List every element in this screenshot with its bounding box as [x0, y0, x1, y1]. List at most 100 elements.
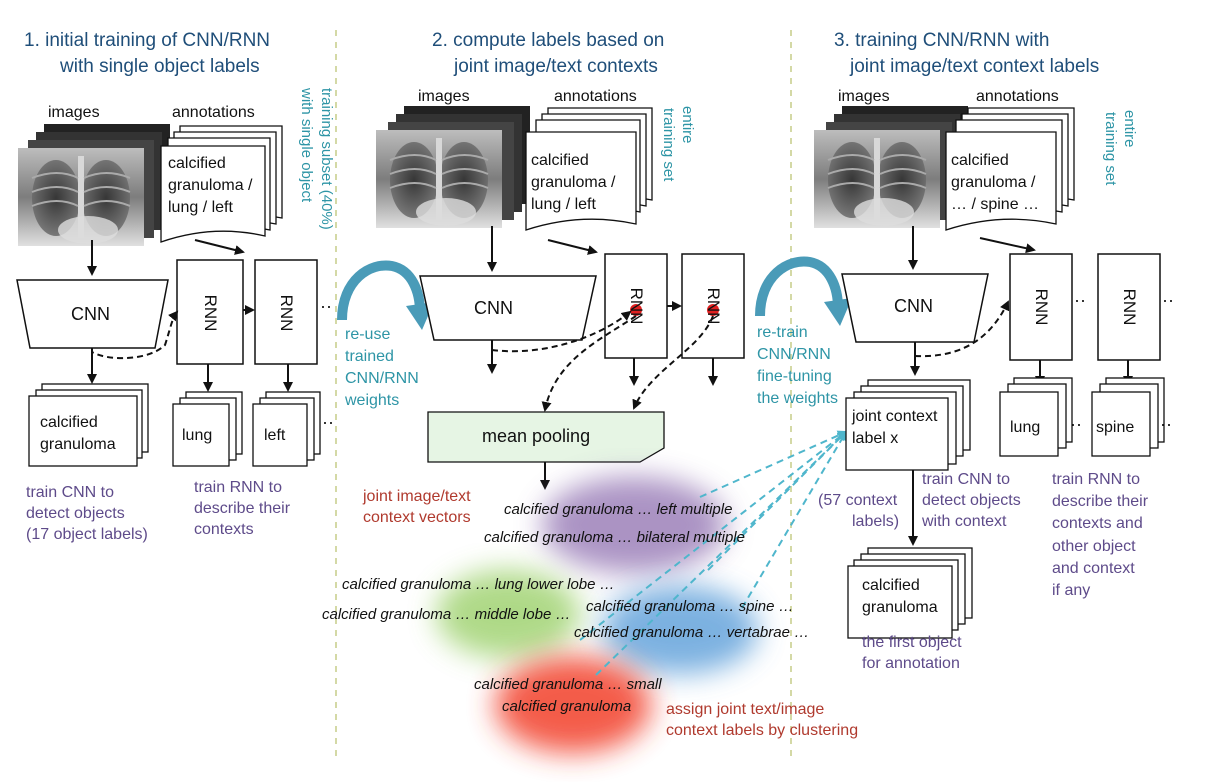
- col3-train-rnn-line3: contexts and: [1052, 515, 1143, 532]
- col1-annotation-line3: lung / left: [168, 199, 233, 216]
- step1-title-line2: with single object labels: [60, 56, 260, 77]
- col3-out-rnn2: spine: [1096, 419, 1135, 436]
- col3-train-cnn-line2: detect objects: [922, 492, 1021, 509]
- col3-cnn-label: CNN: [894, 296, 933, 316]
- col3-train-cnn-line3: with context: [922, 513, 1007, 530]
- col1-out-cnn-line2: granuloma: [40, 436, 116, 453]
- col1-out-ellipsis: ··: [322, 412, 334, 432]
- col1-train-cnn-line2: detect objects: [26, 505, 125, 522]
- col2-reuse-line3: CNN/RNN: [345, 370, 419, 387]
- col1-train-rnn-line2: describe their: [194, 500, 291, 517]
- cluster-text-1: calcified granuloma … left multiple: [504, 501, 733, 518]
- mean-pooling-label: mean pooling: [482, 426, 591, 446]
- col1-train-rnn-line3: contexts: [194, 521, 254, 538]
- cluster-text-6: calcified granuloma … vertabrae …: [574, 624, 810, 641]
- col3-output-rnn1: [999, 377, 1073, 457]
- col1-output-cnn: [28, 383, 149, 467]
- col3-out-rnn1: lung: [1010, 419, 1041, 436]
- col2-images-stack: [375, 106, 530, 229]
- col1-rnn2-label: RNN: [277, 294, 296, 332]
- first-caption-line1: the first object: [862, 634, 962, 651]
- cluster-text-7: calcified granuloma … small: [474, 676, 662, 693]
- col3-rnn-ellipsis2: ··: [1162, 290, 1174, 310]
- col3-train-rnn-line6: if any: [1052, 582, 1091, 599]
- col1-cnn-label: CNN: [71, 304, 110, 324]
- col3-entire-line2: training set: [1102, 112, 1119, 186]
- col2-entire-line2: training set: [660, 108, 677, 182]
- first-object-line1: calcified: [862, 577, 920, 594]
- assign-line1: assign joint text/image: [666, 701, 825, 718]
- col2-annotation-stack: [525, 107, 653, 231]
- col1-images-label: images: [48, 104, 100, 121]
- step1-title-line1: 1. initial training of CNN/RNN: [24, 30, 271, 51]
- col2-reuse-line4: weights: [345, 392, 400, 409]
- col2-rnn2-label: RNN: [704, 287, 723, 325]
- col3-joint-label-stack: [845, 379, 971, 471]
- col3-rnn2-label: RNN: [1120, 288, 1139, 326]
- col2-annotation-line3: lung / left: [531, 196, 596, 213]
- context-vectors-line2: context vectors: [363, 509, 471, 526]
- col3-annotation-line2: granuloma /: [951, 174, 1036, 191]
- col3-train-rnn-line5: and context: [1052, 560, 1135, 577]
- col3-rnn-ellipsis1: ··: [1074, 290, 1086, 310]
- col3-train-cnn-line1: train CNN to: [922, 471, 1011, 488]
- context-count-line2: labels): [852, 513, 900, 530]
- col3-first-object-stack: [847, 547, 973, 639]
- col3-annotations-label: annotations: [976, 88, 1059, 105]
- col3-train-rnn-line2: describe their: [1052, 493, 1149, 510]
- reuse-curve-arrow: [337, 260, 425, 321]
- col1-train-cnn-line3: (17 object labels): [26, 526, 148, 543]
- col1-out-cnn-line1: calcified: [40, 414, 98, 431]
- col3-train-rnn-line4: other object: [1052, 538, 1136, 555]
- col2-annotation-line2: granuloma /: [531, 174, 616, 191]
- col3-retrain-line3: fine-tuning: [757, 368, 832, 385]
- col1-subset-line2: with single object: [298, 88, 315, 203]
- col1-annotation-line1: calcified: [168, 155, 226, 172]
- col3-retrain-line4: the weights: [757, 390, 838, 407]
- col3-rnn1-box: [1009, 253, 1073, 361]
- joint-label-line2: label x: [852, 430, 899, 447]
- col3-out-ellipsis1: ··: [1070, 414, 1082, 434]
- context-count-line1: (57 context: [818, 492, 898, 509]
- joint-label-line1: joint context: [852, 408, 938, 425]
- col1-output-rnn2: [252, 391, 321, 467]
- step2-title-line1: 2. compute labels based on: [432, 30, 665, 51]
- context-vectors-line1: joint image/text: [363, 488, 471, 505]
- col1-annotations-label: annotations: [172, 104, 255, 121]
- step2-title-line2: joint image/text contexts: [454, 56, 658, 77]
- col1-output-rnn1: [172, 391, 243, 467]
- col1-rnn-ellipsis: ··: [320, 296, 332, 316]
- col3-entire-line1: entire: [1121, 110, 1138, 148]
- col3-annotation-line3: … / spine …: [951, 196, 1040, 213]
- col1-out-rnn2: left: [264, 427, 286, 444]
- cluster-text-4: calcified granuloma … middle lobe …: [322, 606, 571, 623]
- cluster-text-8: calcified granuloma: [502, 698, 632, 715]
- col1-images-stack: [17, 124, 170, 247]
- col2-reuse-line1: re-use: [345, 326, 391, 343]
- step3-title-line2: joint image/text context labels: [850, 56, 1100, 77]
- col1-cnn-shape: [16, 279, 169, 349]
- mean-pooling-box: [427, 411, 665, 463]
- col2-cnn-label: CNN: [474, 298, 513, 318]
- col1-annotation-stack: [160, 125, 283, 243]
- col1-train-cnn-line1: train CNN to: [26, 484, 115, 501]
- col2-rnn1-label: RNN: [627, 287, 646, 325]
- col1-train-rnn-line1: train RNN to: [194, 479, 283, 496]
- col3-retrain-line1: re-train: [757, 324, 808, 341]
- cluster-text-3: calcified granuloma … lung lower lobe …: [342, 576, 615, 593]
- col1-subset-line1: training subset (40%): [318, 88, 335, 230]
- step3-title-line1: 3. training CNN/RNN with: [834, 30, 1050, 51]
- col3-images-stack: [813, 106, 968, 229]
- retrain-curve-arrow: [755, 256, 843, 317]
- col3-out-ellipsis2: ··: [1160, 414, 1172, 434]
- assign-line2: context labels by clustering: [666, 722, 859, 739]
- first-caption-line2: for annotation: [862, 655, 960, 672]
- col3-output-rnn2: [1091, 377, 1165, 457]
- col3-images-label: images: [838, 88, 890, 105]
- col3-annotation-line1: calcified: [951, 152, 1009, 169]
- col2-entire-line1: entire: [679, 106, 696, 144]
- col2-images-label: images: [418, 88, 470, 105]
- cluster-text-5: calcified granuloma … spine …: [586, 598, 794, 615]
